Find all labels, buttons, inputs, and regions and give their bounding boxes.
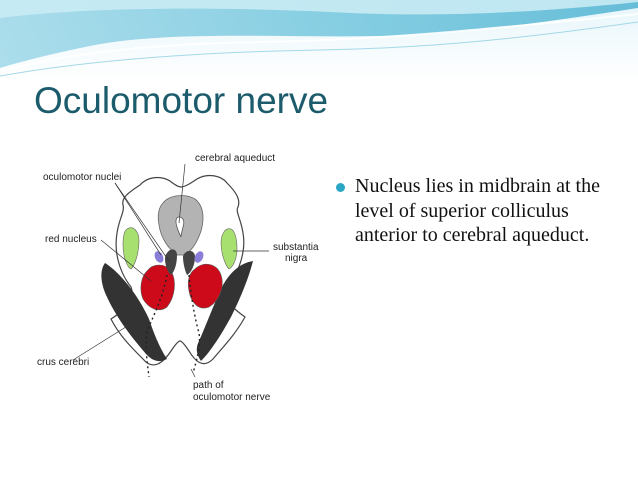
bullet-dot-icon bbox=[336, 183, 345, 192]
cerebral-aqueduct bbox=[175, 216, 185, 238]
leader-crus-cerebri bbox=[72, 324, 130, 361]
leader-oculomotor-nuclei bbox=[114, 182, 170, 262]
substantia-nigra-right bbox=[220, 228, 238, 270]
accessory-nucleus-right bbox=[194, 251, 204, 263]
label-nigra: nigra bbox=[285, 253, 308, 264]
midbrain-diagram-panel: cerebral aqueduct oculomotor nuclei red … bbox=[35, 147, 328, 413]
substantia-nigra-left bbox=[122, 227, 140, 270]
leader-cerebral-aqueduct bbox=[178, 163, 186, 224]
label-oculomotor-nuclei: oculomotor nuclei bbox=[43, 172, 121, 183]
accessory-nucleus-left bbox=[154, 251, 164, 263]
crus-cerebri-left bbox=[101, 263, 167, 362]
label-oculomotor-nerve: oculomotor nerve bbox=[193, 392, 271, 403]
label-path-of: path of bbox=[193, 380, 224, 391]
oculomotor-nucleus-right bbox=[183, 250, 195, 275]
label-cerebral-aqueduct: cerebral aqueduct bbox=[195, 153, 275, 164]
label-crus-cerebri: crus cerebri bbox=[37, 357, 89, 368]
oculomotor-nucleus-left bbox=[165, 249, 177, 275]
midbrain-cross-section-diagram: cerebral aqueduct oculomotor nuclei red … bbox=[37, 153, 319, 403]
label-substantia: substantia bbox=[273, 242, 319, 253]
leader-red-nucleus bbox=[100, 239, 152, 282]
leader-path-of-nerve bbox=[190, 368, 196, 378]
header-wave-decoration bbox=[0, 0, 638, 80]
crus-cerebri-right bbox=[196, 261, 253, 361]
slide-title: Oculomotor nerve bbox=[34, 80, 329, 121]
bullet-text: Nucleus lies in midbrain at the level of… bbox=[355, 175, 600, 246]
red-nucleus-right bbox=[187, 263, 223, 309]
leader-oculomotor-nuclei-2 bbox=[114, 182, 162, 256]
label-red-nucleus: red nucleus bbox=[45, 234, 97, 245]
